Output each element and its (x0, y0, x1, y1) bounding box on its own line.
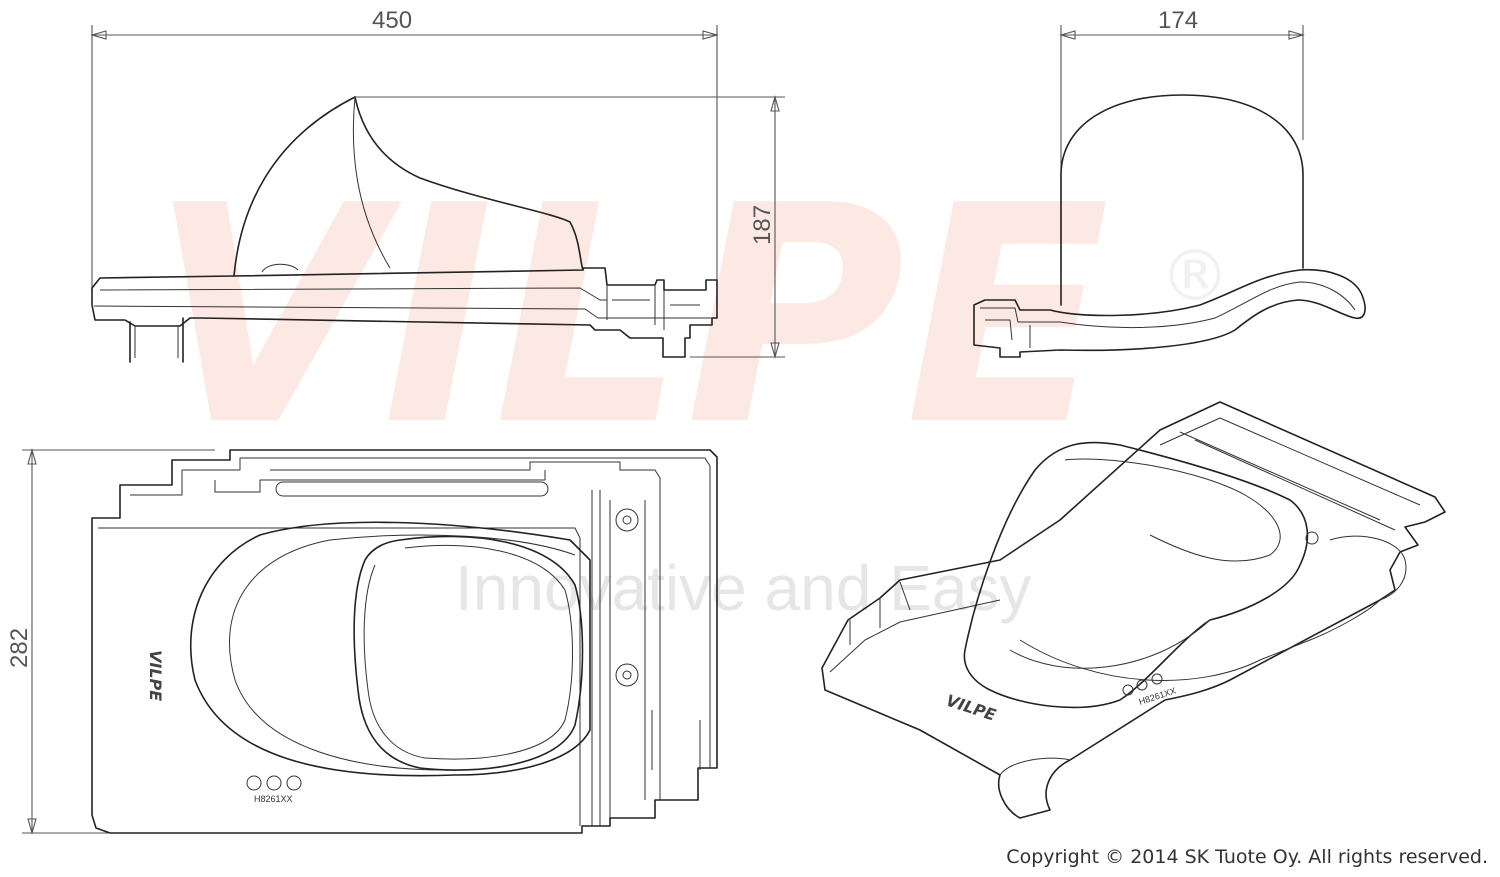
plan-logo: VILPE (146, 650, 165, 701)
watermark-brand: VILPE (150, 142, 1110, 491)
copyright-notice: Copyright © 2014 SK Tuote Oy. All rights… (1006, 846, 1488, 868)
dimension-label-450: 450 (372, 7, 412, 34)
plan-product-code: H8261XX (254, 794, 293, 804)
watermark-tagline: Innovative and Easy (455, 552, 1031, 624)
dimension-top-length: 450 (89, 7, 720, 290)
iso-logo: VILPE (944, 691, 999, 725)
dimension-top-width: 174 (1058, 7, 1306, 270)
watermark-registered: ® (1160, 235, 1230, 317)
plan-view: VILPE H8261XX (91, 449, 718, 834)
dimension-label-282: 282 (6, 628, 33, 668)
dimension-height: 187 (355, 94, 785, 360)
side-view (91, 96, 718, 363)
dimension-label-174: 174 (1158, 7, 1198, 34)
dimension-label-187: 187 (749, 205, 776, 245)
isometric-view: H8261XX VILPE (821, 401, 1446, 819)
watermark: VILPE ® Innovative and Easy (150, 142, 1230, 624)
iso-product-code: H8261XX (1138, 685, 1178, 706)
front-view (973, 94, 1366, 358)
